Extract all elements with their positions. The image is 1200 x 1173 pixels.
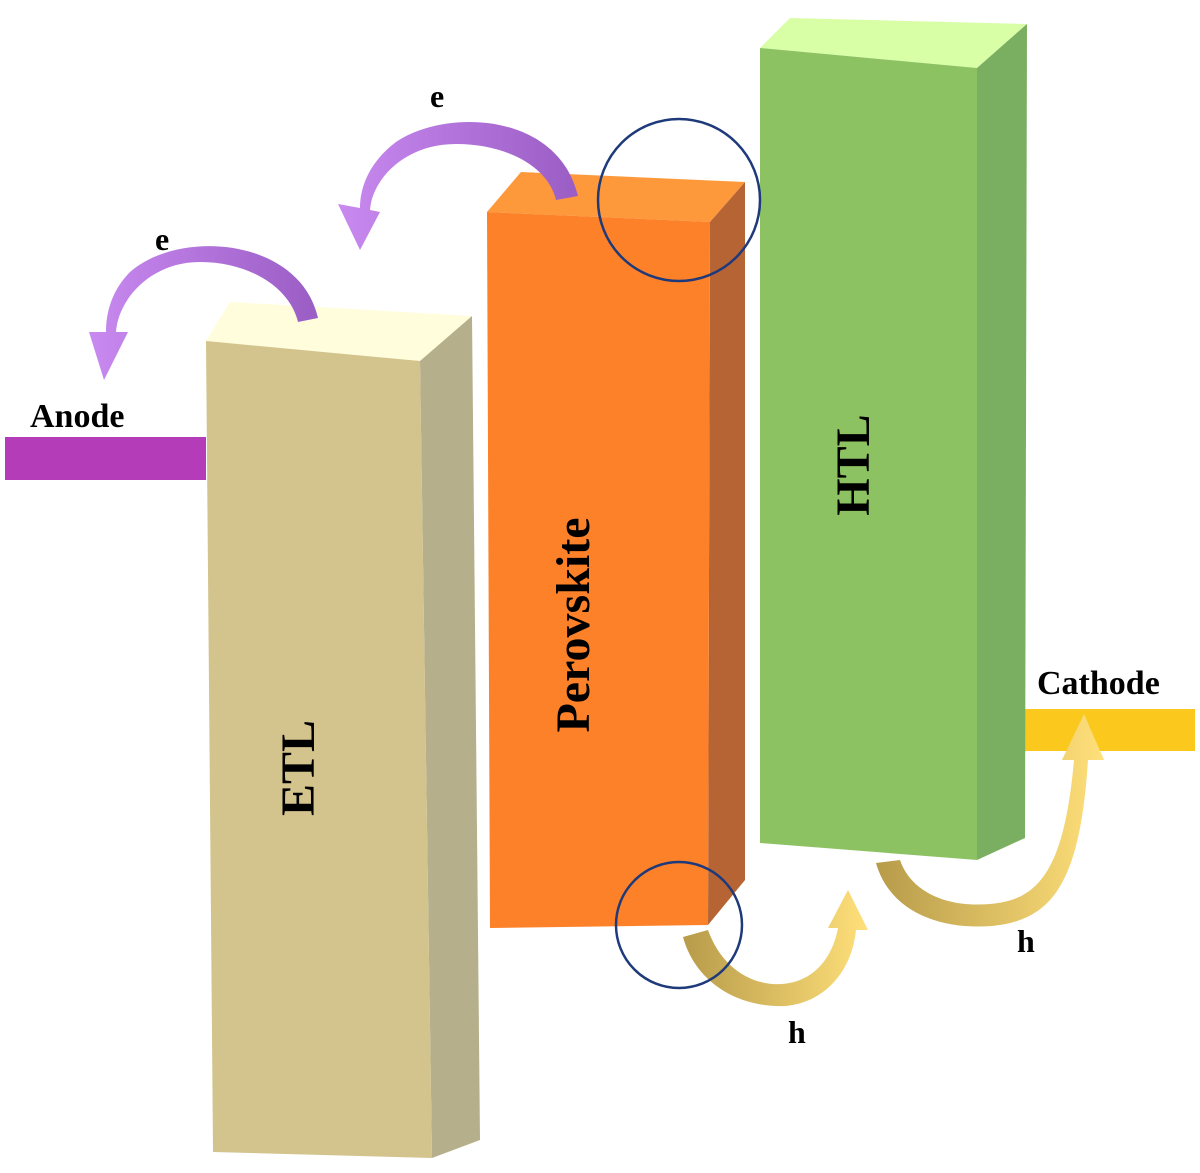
etl-block: ETL [206, 302, 480, 1158]
etl-top-face [206, 302, 472, 361]
perovskite-block: Perovskite [487, 172, 745, 928]
anode-electrode [5, 437, 206, 480]
etl-side-face [420, 316, 480, 1158]
hole-arrow-htl-to-cathode: h [876, 714, 1104, 959]
electron-label-1: e [155, 221, 169, 257]
perovskite-side-face [708, 182, 745, 925]
etl-label: ETL [272, 720, 325, 816]
electron-arrow-etl-to-anode: e [89, 221, 318, 380]
anode-label: Anode [30, 398, 124, 435]
perovskite-label: Perovskite [547, 517, 600, 732]
electron-label-2: e [430, 78, 444, 114]
cathode-electrode [1024, 709, 1195, 751]
perovskite-front-face [487, 212, 710, 928]
cathode-label: Cathode [1037, 665, 1160, 702]
htl-side-face [977, 24, 1027, 860]
etl-front-face [206, 341, 432, 1158]
hole-label-1: h [788, 1014, 806, 1050]
htl-label: HTL [827, 414, 880, 515]
interface-circle-bottom [614, 860, 744, 990]
htl-front-face [760, 48, 977, 860]
interface-circle-top [596, 117, 762, 283]
hole-arrow-perovskite-to-htl: h [683, 890, 868, 1050]
htl-block: HTL [760, 18, 1027, 860]
htl-top-face [760, 18, 1027, 68]
electron-arrow-perovskite-to-etl: e [338, 78, 578, 250]
hole-label-2: h [1017, 923, 1035, 959]
